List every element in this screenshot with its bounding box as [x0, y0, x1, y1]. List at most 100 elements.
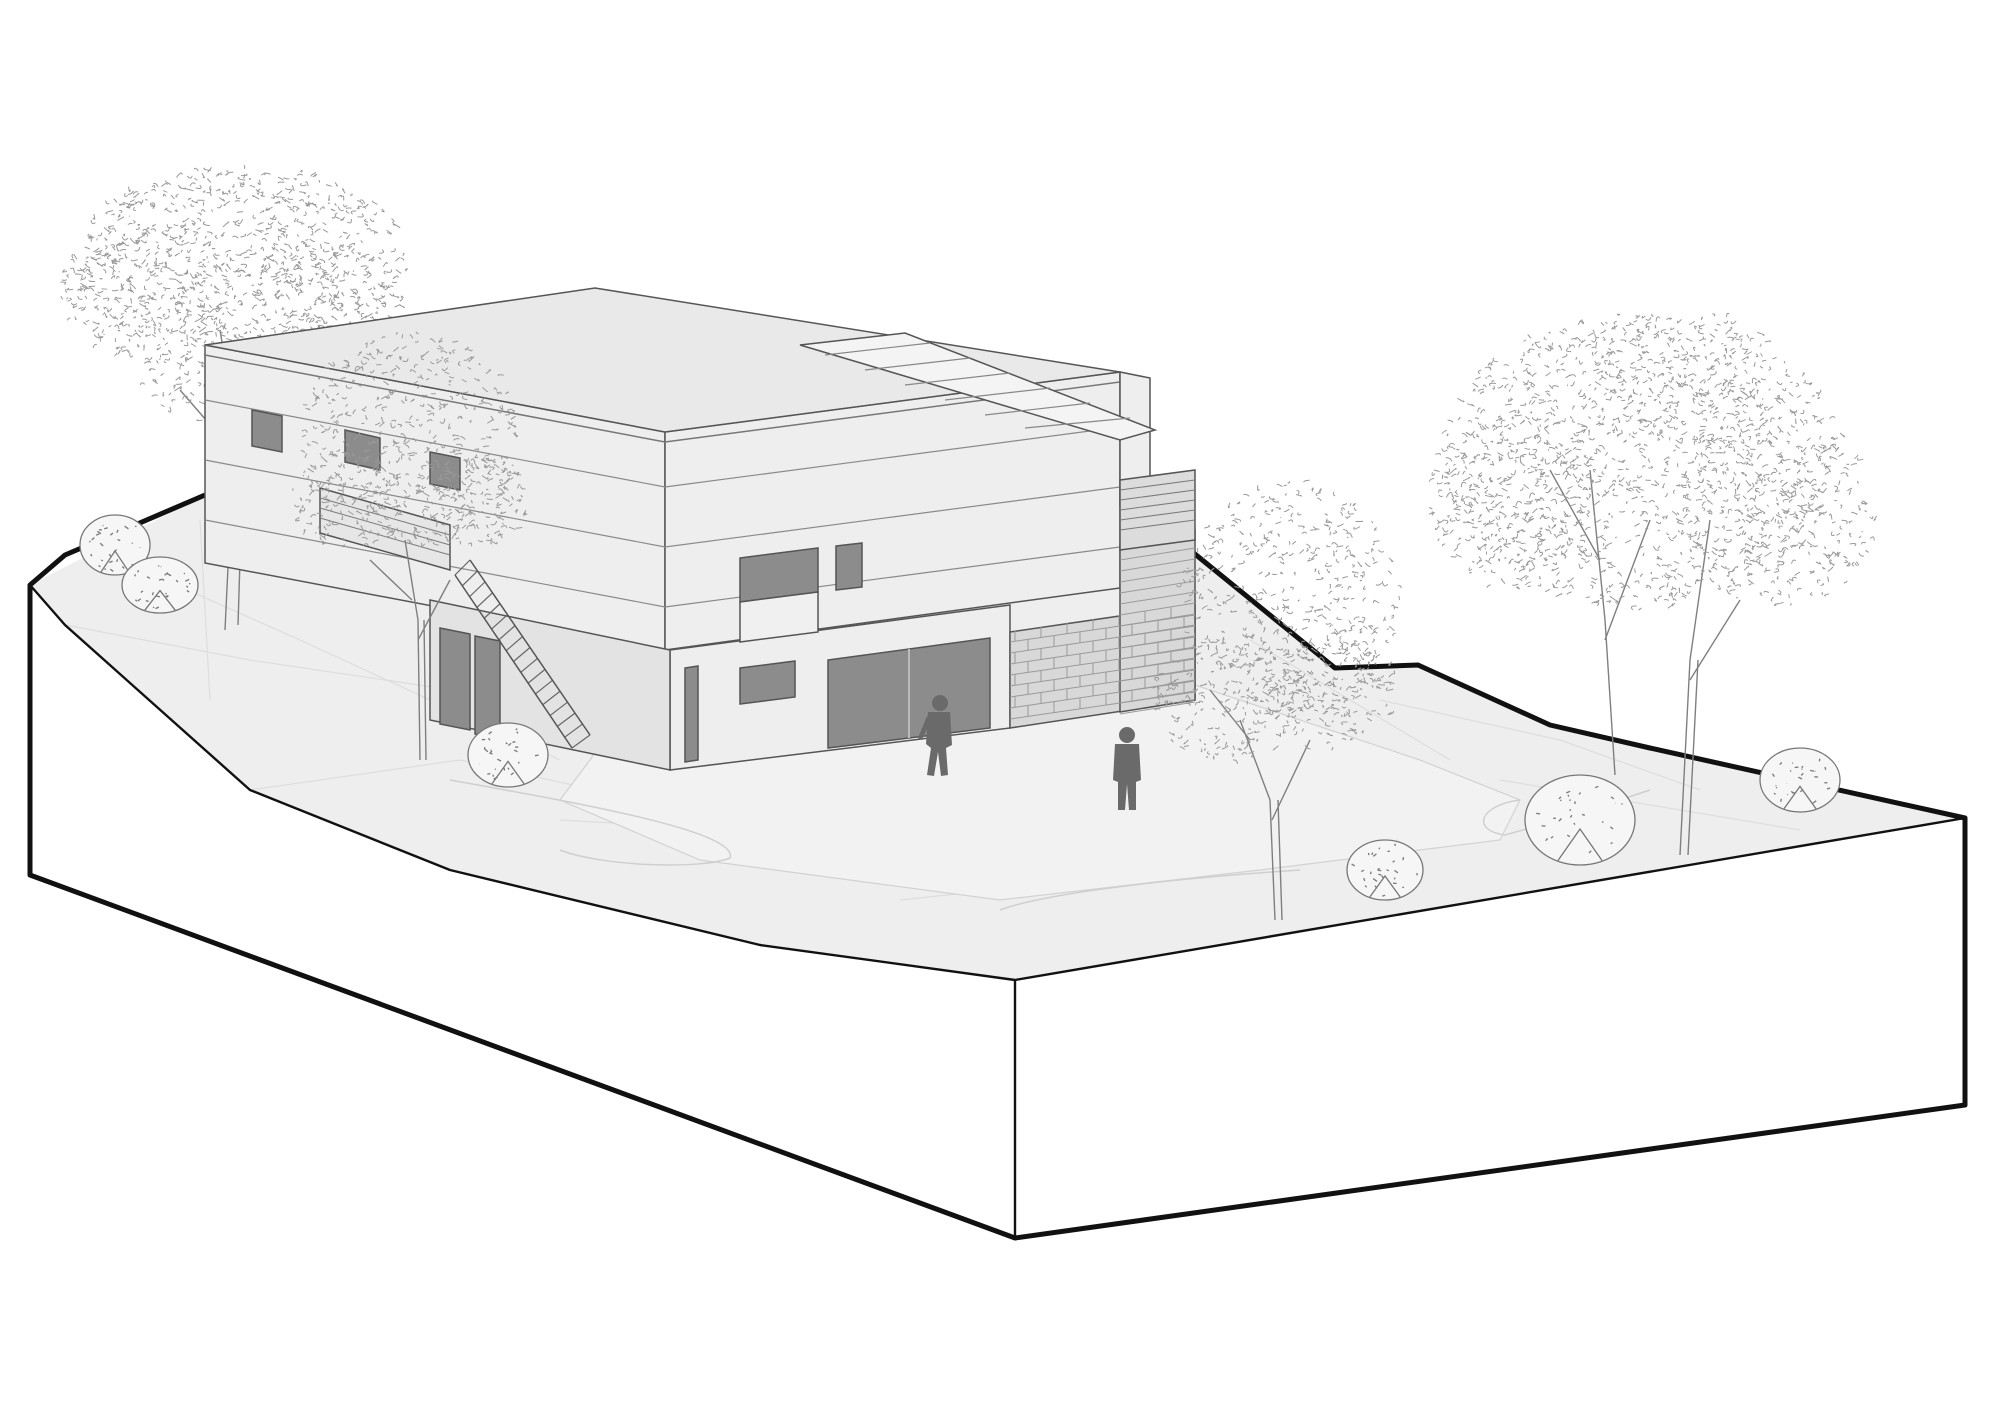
leaf-stroke — [1234, 586, 1240, 589]
leaf-stroke — [1711, 405, 1716, 409]
leaf-stroke — [1428, 478, 1435, 482]
leaf-stroke — [367, 287, 373, 291]
leaf-stroke — [1279, 561, 1285, 565]
leaf-stroke — [1664, 407, 1668, 411]
leaf-stroke — [1669, 394, 1674, 398]
leaf-stroke — [443, 487, 450, 491]
leaf-stroke — [402, 252, 405, 257]
leaf-stroke — [490, 540, 498, 545]
leaf-stroke — [1671, 586, 1674, 589]
leaf-stroke — [1684, 496, 1688, 500]
leaf-stroke — [168, 392, 172, 396]
leaf-stroke — [74, 316, 77, 321]
leaf-stroke — [420, 374, 424, 380]
leaf-stroke — [1332, 699, 1341, 703]
leaf-stroke — [430, 404, 435, 410]
leaf-stroke — [1732, 477, 1735, 482]
leaf-stroke — [1647, 358, 1653, 361]
leaf-stroke — [202, 241, 210, 247]
leaf-stroke — [336, 496, 341, 501]
leaf-stroke — [1329, 624, 1334, 628]
leaf-stroke — [301, 434, 307, 438]
leaf-stroke — [166, 247, 173, 250]
leaf-stroke — [1659, 351, 1664, 355]
leaf-stroke — [145, 252, 151, 257]
leaf-stroke — [1436, 482, 1443, 485]
leaf-stroke — [1322, 693, 1328, 698]
leaf-stroke — [1759, 343, 1762, 348]
leaf-stroke — [1514, 459, 1517, 463]
leaf-stroke — [1154, 676, 1160, 681]
leaf-stroke — [1285, 652, 1290, 655]
leaf-stroke — [1549, 347, 1553, 352]
leaf-stroke — [1755, 553, 1763, 558]
shrub-icon — [1524, 774, 1636, 866]
leaf-stroke — [439, 401, 445, 406]
tree-icon — [1152, 479, 1402, 921]
leaf-stroke — [1495, 493, 1498, 498]
leaf-stroke — [1789, 381, 1793, 383]
leaf-stroke — [1642, 465, 1646, 468]
leaf-stroke — [1814, 415, 1818, 418]
leaf-stroke — [160, 404, 165, 408]
leaf-stroke — [457, 494, 465, 497]
leaf-stroke — [173, 223, 179, 226]
leaf-stroke — [277, 294, 281, 298]
leaf-stroke — [330, 453, 338, 457]
leaf-stroke — [117, 254, 122, 257]
leaf-stroke — [328, 452, 332, 456]
leaf-stroke — [486, 502, 490, 505]
leaf-stroke — [418, 542, 423, 548]
leaf-stroke — [1199, 738, 1201, 742]
leaf-stroke — [186, 350, 192, 353]
leaf-stroke — [114, 352, 118, 357]
leaf-stroke — [331, 278, 335, 284]
leaf-stroke — [1776, 535, 1781, 539]
leaf-stroke — [1594, 387, 1597, 391]
leaf-stroke — [363, 529, 368, 536]
leaf-stroke — [1748, 583, 1752, 586]
leaf-stroke — [384, 516, 389, 520]
leaf-stroke — [321, 430, 327, 434]
leaf-stroke — [333, 421, 339, 426]
leaf-stroke — [1477, 369, 1482, 375]
leaf-stroke — [1564, 447, 1569, 451]
leaf-stroke — [1472, 388, 1476, 392]
leaf-stroke — [1612, 417, 1620, 421]
leaf-stroke — [1678, 382, 1684, 388]
leaf-stroke — [1324, 643, 1328, 647]
leaf-stroke — [1677, 373, 1682, 378]
leaf-stroke — [1253, 730, 1260, 733]
leaf-stroke — [329, 451, 334, 455]
leaf-stroke — [352, 379, 356, 383]
leaf-stroke — [1546, 392, 1551, 397]
leaf-stroke — [305, 499, 312, 503]
leaf-stroke — [1519, 547, 1524, 551]
leaf-stroke — [140, 314, 143, 317]
stone-course-line — [1119, 547, 1196, 561]
leaf-stroke — [1838, 480, 1841, 486]
leaf-stroke — [260, 195, 265, 197]
leaf-stroke — [1811, 415, 1816, 420]
leaf-stroke — [1214, 738, 1221, 745]
leaf-stroke — [80, 276, 86, 281]
leaf-stroke — [520, 494, 523, 498]
shrub-leaf — [1567, 794, 1570, 797]
leaf-stroke — [1527, 348, 1531, 353]
leaf-stroke — [1727, 570, 1734, 575]
leaf-stroke — [233, 191, 237, 195]
leaf-stroke — [1818, 511, 1825, 517]
leaf-stroke — [1778, 454, 1783, 458]
leaf-stroke — [1496, 494, 1504, 497]
leaf-stroke — [364, 414, 368, 420]
leaf-stroke — [1600, 536, 1607, 542]
leaf-stroke — [1539, 527, 1543, 530]
leaf-stroke — [1294, 719, 1301, 724]
leaf-stroke — [376, 456, 380, 460]
leaf-stroke — [1212, 683, 1215, 689]
leaf-stroke — [1721, 525, 1725, 530]
leaf-stroke — [363, 543, 369, 547]
leaf-stroke — [1658, 585, 1665, 590]
leaf-stroke — [1219, 666, 1222, 671]
leaf-stroke — [190, 392, 195, 396]
